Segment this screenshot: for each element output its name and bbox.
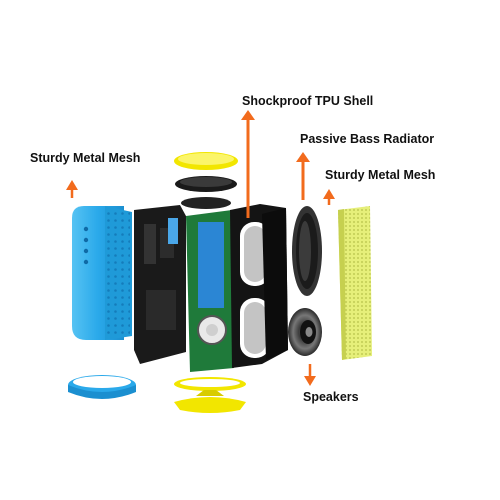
label-passive-radiator: Passive Bass Radiator — [300, 132, 435, 146]
arrow-passive-radiator — [296, 152, 310, 200]
circuit-board — [186, 210, 234, 372]
blue-metal-mesh — [72, 206, 132, 340]
bottom-caps — [174, 377, 246, 413]
passive-bass-radiator — [292, 206, 322, 296]
speaker-driver — [288, 308, 322, 356]
arrow-shell — [241, 110, 255, 218]
blue-rubber-band — [68, 375, 136, 399]
arrow-mesh-right — [323, 189, 335, 205]
label-shockproof-shell: Shockproof TPU Shell — [242, 94, 374, 108]
label-speakers: Speakers — [303, 390, 359, 404]
arrow-mesh-left — [66, 180, 78, 198]
arrow-speakers — [304, 364, 316, 386]
label-metal-mesh-left: Sturdy Metal Mesh — [30, 151, 141, 165]
top-caps — [174, 152, 238, 209]
yellow-metal-mesh — [338, 206, 372, 360]
inner-frame — [134, 205, 186, 364]
tpu-shell — [230, 204, 288, 368]
label-metal-mesh-right: Sturdy Metal Mesh — [325, 168, 436, 182]
